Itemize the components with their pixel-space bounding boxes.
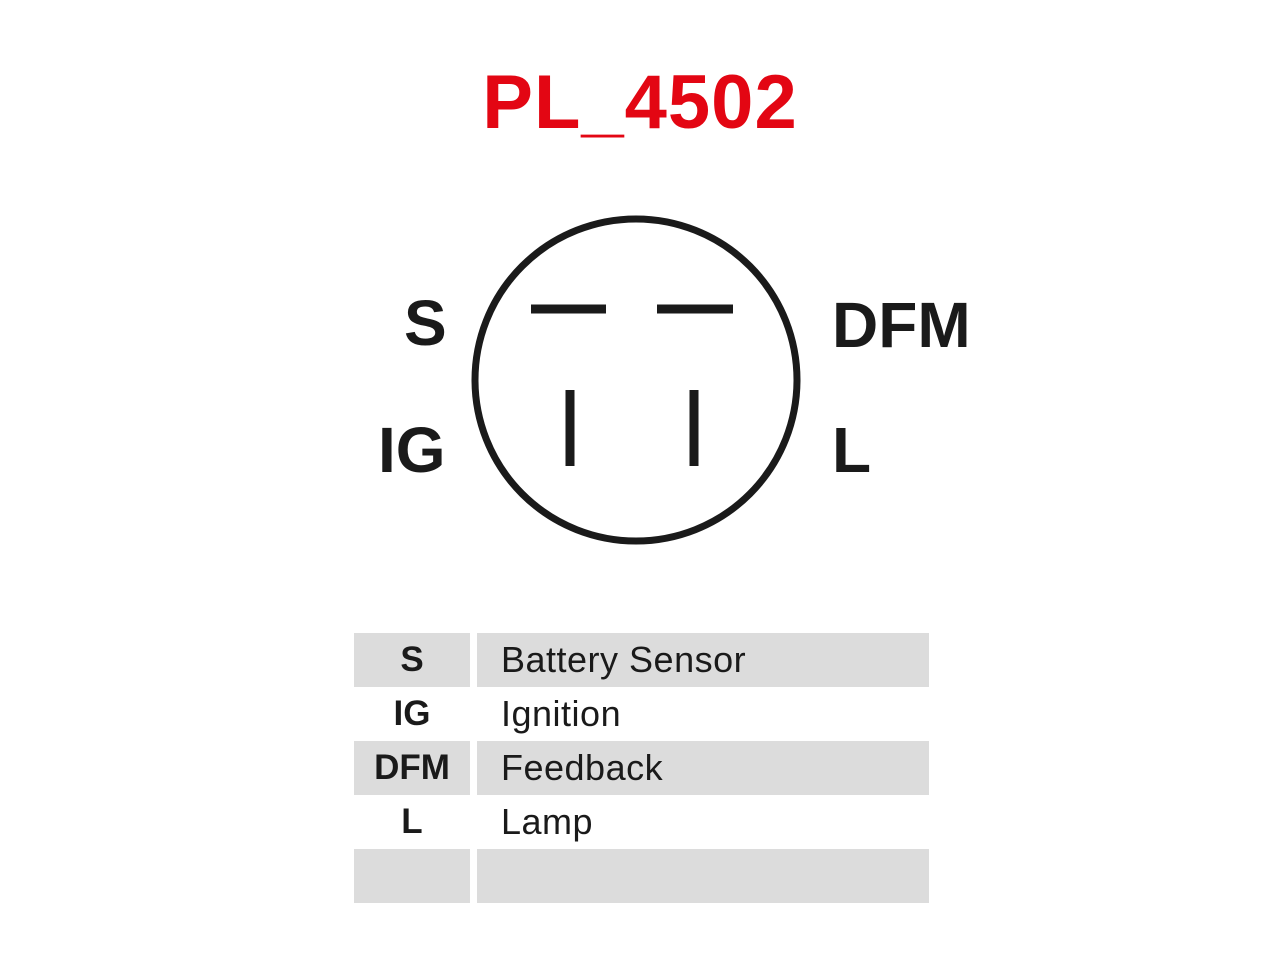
pin-label-s: S bbox=[404, 287, 447, 359]
legend-code: S bbox=[354, 633, 470, 687]
legend-description: Lamp bbox=[501, 801, 594, 842]
legend-code: IG bbox=[393, 694, 431, 733]
pin-legend-table: S Battery Sensor IG Ignition DFM Feedbac… bbox=[354, 633, 929, 903]
legend-code: DFM bbox=[354, 741, 470, 795]
legend-description bbox=[477, 849, 929, 903]
pin-label-ig: IG bbox=[378, 414, 446, 486]
connector-outline bbox=[471, 215, 801, 545]
legend-description: Battery Sensor bbox=[477, 633, 929, 687]
legend-row: L Lamp bbox=[354, 795, 929, 849]
connector-diagram bbox=[471, 215, 801, 545]
legend-code: L bbox=[401, 802, 423, 841]
legend-code bbox=[354, 849, 470, 903]
legend-row: S Battery Sensor bbox=[354, 633, 929, 687]
pin-label-dfm: DFM bbox=[832, 289, 971, 361]
legend-description: Ignition bbox=[501, 693, 622, 734]
legend-description: Feedback bbox=[477, 741, 929, 795]
diagram-title: PL_4502 bbox=[482, 60, 798, 145]
legend-row: IG Ignition bbox=[354, 687, 929, 741]
legend-row: DFM Feedback bbox=[354, 741, 929, 795]
pin-label-l: L bbox=[832, 414, 872, 486]
legend-row bbox=[354, 849, 929, 903]
